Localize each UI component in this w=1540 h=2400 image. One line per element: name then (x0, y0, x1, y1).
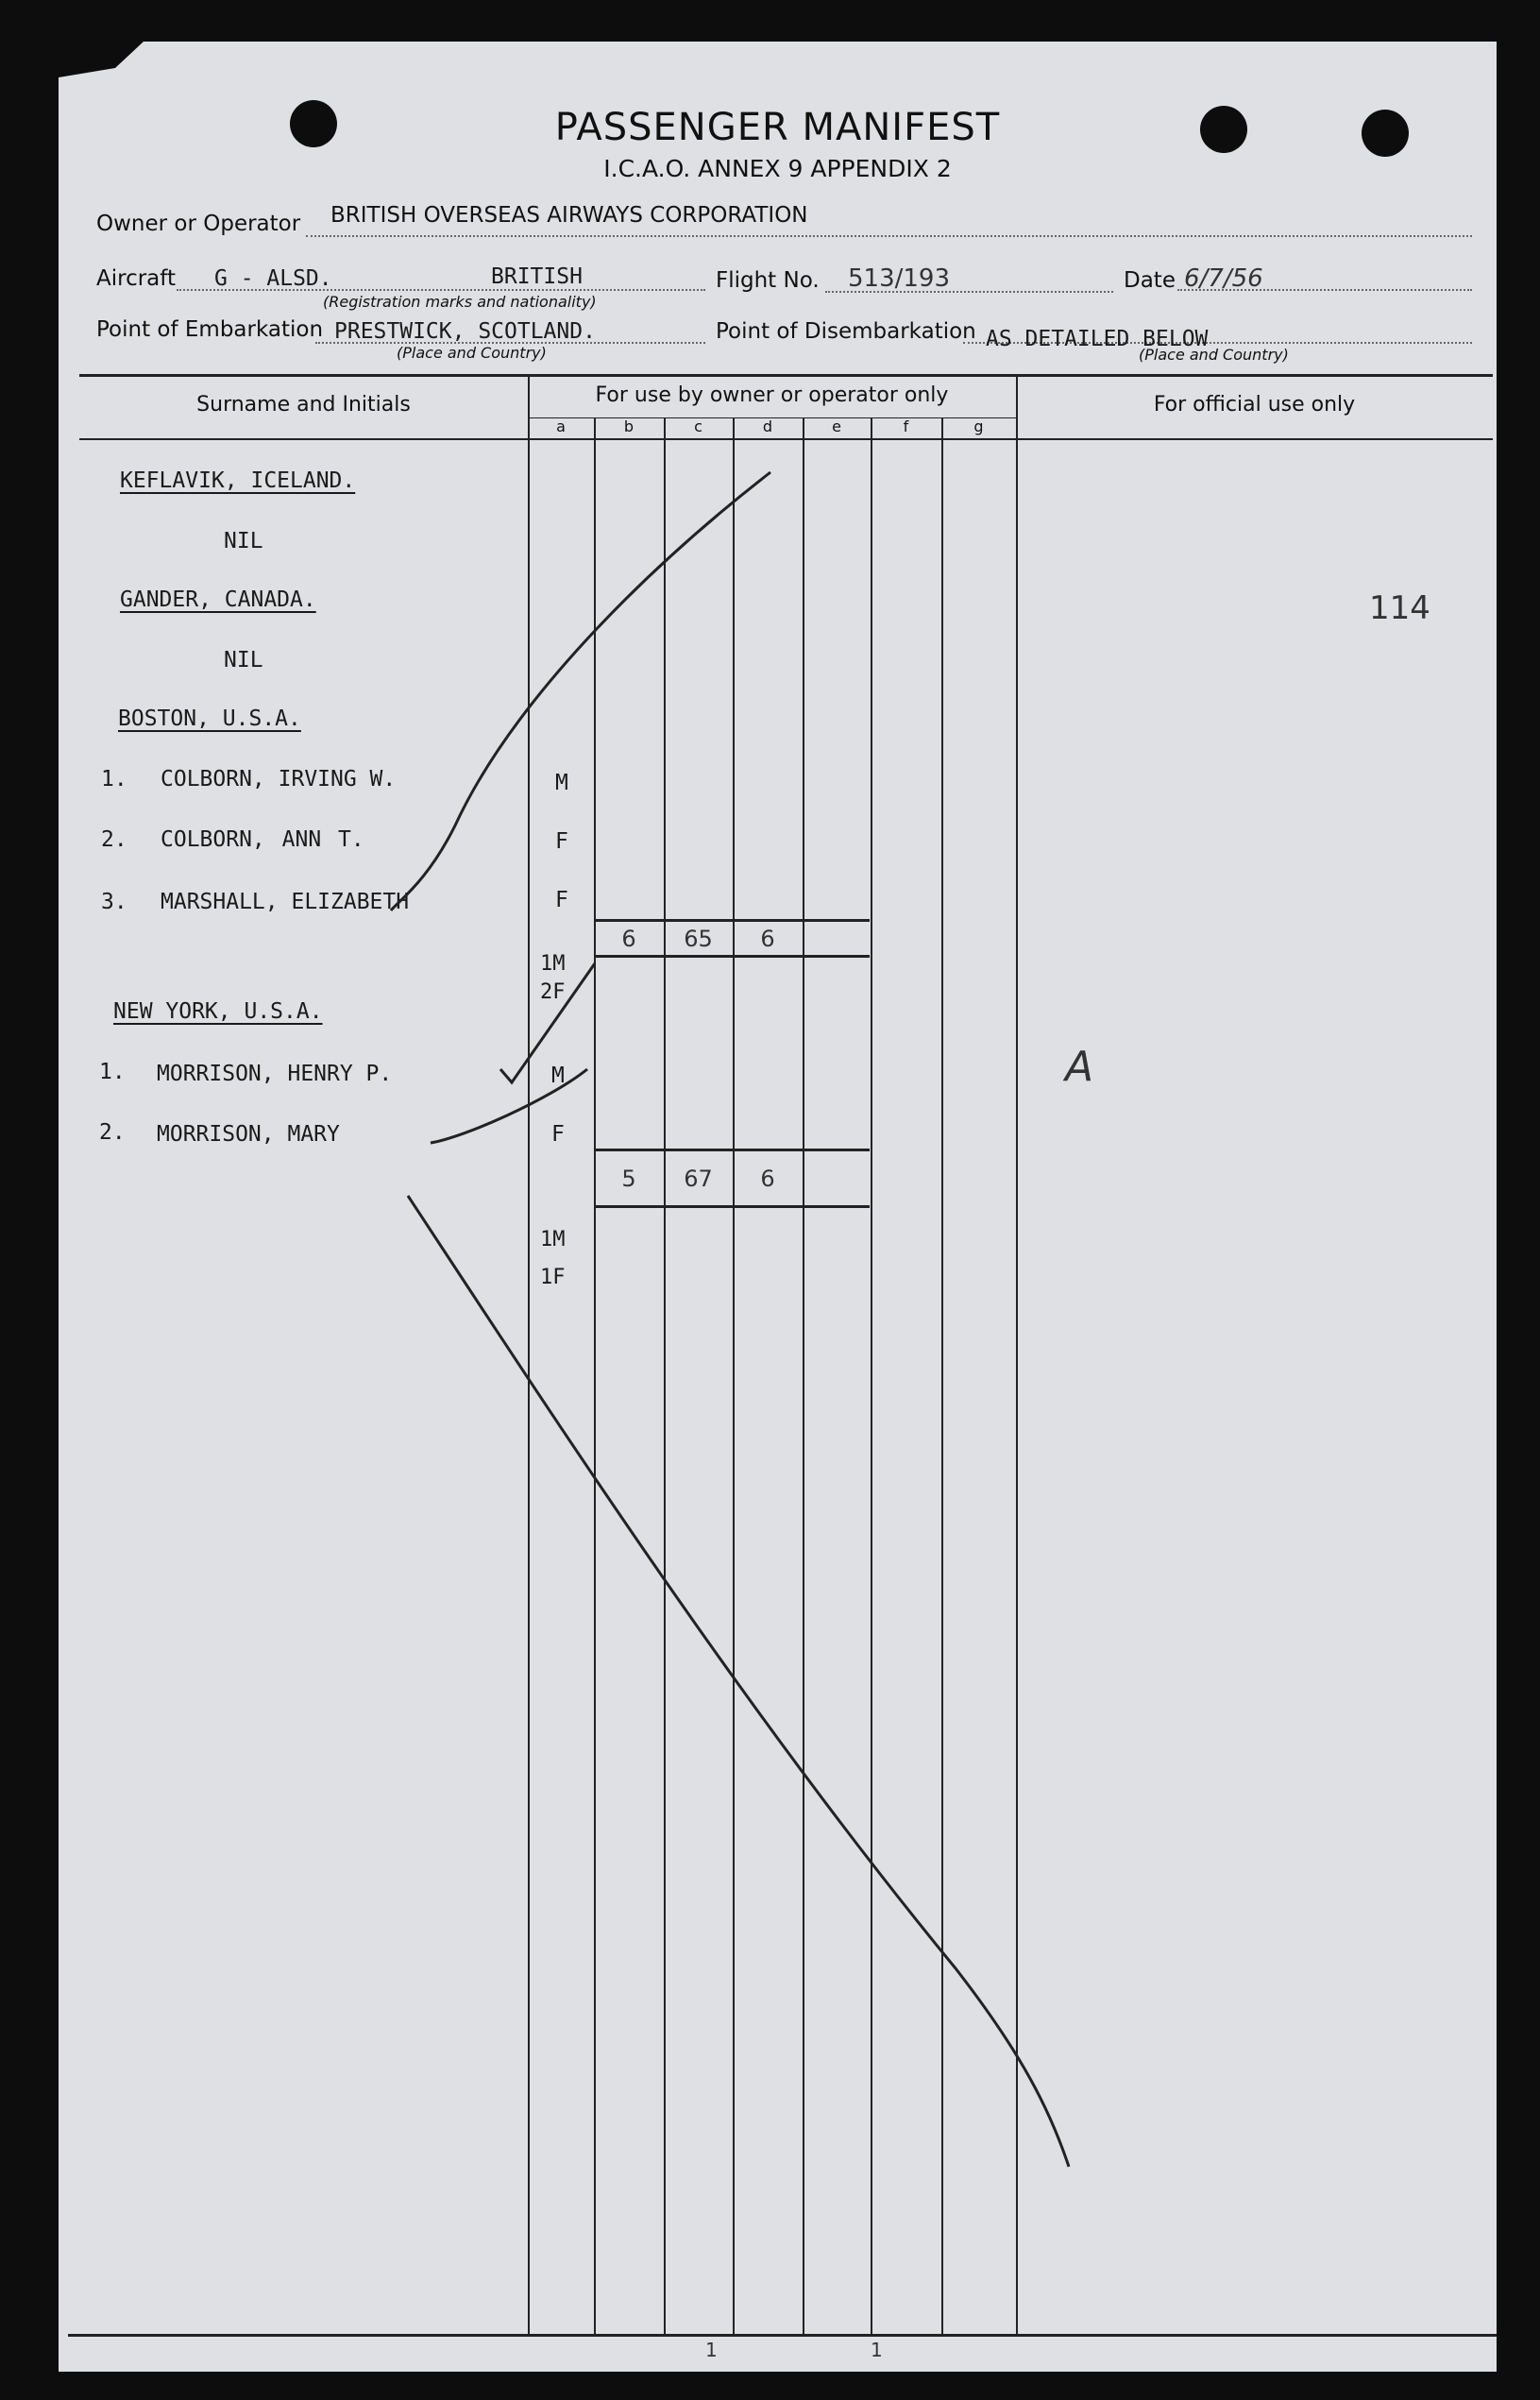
passenger-name: COLBORN, IRVING W. (161, 767, 397, 791)
passenger-sex: M (551, 1064, 565, 1088)
table-bottom-rule (68, 2334, 1497, 2337)
aircraft-label: Aircraft (96, 266, 176, 291)
passenger-name: MORRISON, MARY (157, 1122, 340, 1147)
aircraft-registration: G - ALSD. (214, 266, 332, 291)
subcol-a: a (556, 417, 566, 435)
embarkation-label: Point of Embarkation (96, 317, 324, 342)
header-operator: For use by owner or operator only (595, 383, 949, 407)
subcolumn-rule (528, 417, 1016, 418)
footer-total-d: 1 (871, 2339, 883, 2361)
newyork-total-c: 67 (684, 1166, 713, 1192)
aircraft-dotted-line (177, 289, 705, 291)
embarkation-dotted-line (315, 342, 705, 344)
subcol-c: c (694, 417, 702, 435)
disembarkation-note: (Place and Country) (1139, 346, 1289, 364)
boston-total-d: 6 (760, 926, 775, 952)
subcol-e: e (832, 417, 841, 435)
disembarkation-value: AS DETAILED BELOW (986, 327, 1209, 351)
column-rule-c (664, 417, 666, 2334)
passenger-num: 2. (99, 1120, 126, 1145)
header-surname: Surname and Initials (196, 393, 411, 417)
passenger-sex: F (551, 1122, 565, 1147)
date-label: Date (1124, 268, 1176, 293)
official-mark: A (1065, 1043, 1094, 1091)
footer-total-b: 1 (705, 2339, 718, 2361)
newyork-total-d: 6 (760, 1166, 775, 1192)
subcol-b: b (623, 417, 635, 435)
column-rule-official (1016, 374, 1018, 2334)
subcol-g: g (973, 417, 984, 435)
column-rule-e (803, 417, 804, 2334)
boston-count-female: 2F (540, 980, 566, 1004)
owner-value: BRITISH OVERSEAS AIRWAYS CORPORATION (330, 203, 808, 228)
diagonal-cancel-stroke (406, 1195, 1071, 2168)
boston-check-stroke (389, 470, 771, 911)
passenger-num: 1. (99, 1060, 126, 1084)
passenger-sex: M (555, 771, 568, 795)
boston-count-male: 1M (540, 952, 566, 976)
column-rule-f (871, 417, 872, 2334)
column-rule-b (594, 417, 596, 2334)
column-rule-g (941, 417, 943, 2334)
official-number: 114 (1369, 589, 1430, 627)
newyork-count-male: 1M (540, 1228, 566, 1251)
column-rule-d (733, 417, 735, 2334)
date-value: 6/7/56 (1184, 264, 1263, 293)
passenger-num: 3. (101, 890, 127, 914)
subcol-f: f (903, 417, 909, 435)
punch-hole-left (290, 100, 337, 147)
boston-total-b: 6 (621, 926, 636, 952)
table-top-rule (79, 374, 1493, 377)
passenger-name: MORRISON, HENRY P. (157, 1062, 393, 1086)
boston-totals-bottom-rule (594, 955, 870, 958)
passenger-sex: F (555, 829, 568, 854)
passenger-num: 1. (101, 767, 127, 791)
boston-total-c: 65 (684, 926, 713, 952)
date-dotted-line (1177, 289, 1472, 291)
stop-keflavik: KEFLAVIK, ICELAND. (120, 468, 356, 493)
page-title: PASSENGER MANIFEST (554, 106, 1001, 149)
gander-nil: NIL (224, 648, 263, 672)
keflavik-nil: NIL (224, 529, 263, 553)
newyork-total-b: 5 (621, 1166, 636, 1192)
flight-dotted-line (825, 291, 1113, 293)
passenger-name: COLBORN, ANN T. (161, 827, 364, 852)
table-header-rule (79, 438, 1493, 440)
subcol-d: d (762, 417, 773, 435)
boston-totals-top-rule (594, 919, 870, 922)
page-subtitle: I.C.A.O. ANNEX 9 APPENDIX 2 (603, 155, 952, 182)
stop-gander: GANDER, CANADA. (120, 587, 316, 612)
punch-hole-right-1 (1200, 106, 1247, 153)
flight-label: Flight No. (716, 268, 820, 293)
stop-new-york: NEW YORK, U.S.A. (113, 999, 323, 1024)
header-official: For official use only (1153, 393, 1356, 417)
aircraft-nationality: BRITISH (491, 264, 583, 289)
flight-value: 513/193 (848, 264, 951, 293)
passenger-name: MARSHALL, ELIZABETH (161, 890, 410, 914)
stop-boston: BOSTON, U.S.A. (118, 706, 301, 731)
newyork-totals-top-rule (594, 1149, 870, 1151)
embarkation-value: PRESTWICK, SCOTLAND. (334, 319, 596, 344)
newyork-totals-bottom-rule (594, 1205, 870, 1208)
disembarkation-dotted-line (963, 342, 1472, 344)
manifest-page: PASSENGER MANIFEST I.C.A.O. ANNEX 9 APPE… (59, 42, 1497, 2372)
embarkation-note: (Place and Country) (397, 344, 547, 362)
aircraft-note: (Registration marks and nationality) (323, 293, 597, 311)
disembarkation-label: Point of Disembarkation (716, 319, 976, 344)
column-rule-a (528, 374, 530, 2334)
passenger-sex: F (555, 888, 568, 912)
punch-hole-right-2 (1362, 110, 1409, 157)
newyork-count-female: 1F (540, 1266, 566, 1289)
owner-dotted-line (306, 235, 1472, 237)
owner-label: Owner or Operator (96, 212, 301, 236)
passenger-num: 2. (101, 827, 127, 852)
